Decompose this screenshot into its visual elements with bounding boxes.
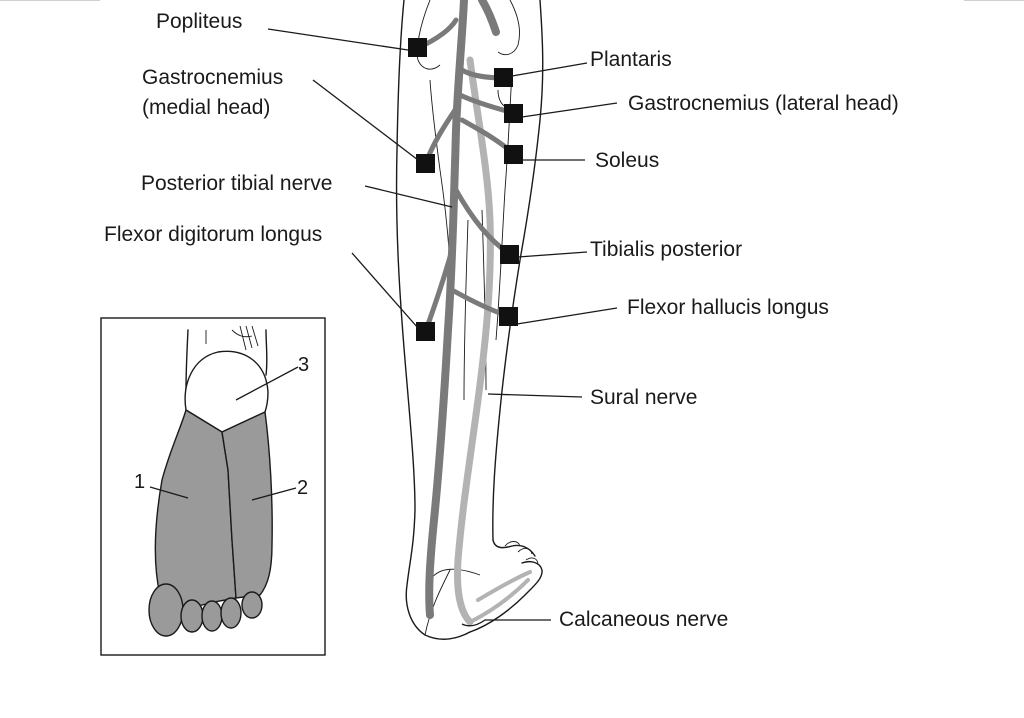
label-gastrocnemius-medial-line1: Gastrocnemius xyxy=(142,66,283,89)
electrodes xyxy=(408,38,523,341)
leader-lines xyxy=(267,28,618,627)
electrode-tibialis-posterior xyxy=(500,245,519,264)
toe-3 xyxy=(201,600,223,632)
label-plantaris: Plantaris xyxy=(590,48,672,71)
label-gastrocnemius-lateral: Gastrocnemius (lateral head) xyxy=(628,92,899,115)
toe-2 xyxy=(180,599,204,633)
inset-label-3: 3 xyxy=(298,354,309,376)
label-popliteus: Popliteus xyxy=(156,10,242,33)
label-sural-nerve: Sural nerve xyxy=(590,386,697,409)
labels: Popliteus Gastrocnemius (medial head) Pl… xyxy=(104,10,899,631)
toe-4 xyxy=(220,597,242,629)
electrode-gastrocnemius-medial xyxy=(416,154,435,173)
leg-outline xyxy=(395,0,544,640)
electrode-popliteus xyxy=(408,38,427,57)
toe-big xyxy=(148,583,184,637)
electrode-gastrocnemius-lateral xyxy=(504,104,523,123)
label-soleus: Soleus xyxy=(595,149,659,172)
label-flexor-digitorum-longus: Flexor digitorum longus xyxy=(104,223,322,246)
label-tibialis-posterior: Tibialis posterior xyxy=(590,238,742,261)
label-posterior-tibial-nerve: Posterior tibial nerve xyxy=(141,172,332,195)
electrode-plantaris xyxy=(494,68,513,87)
sural-nerve-path xyxy=(454,56,532,626)
inset-foot-sole: 1 2 3 xyxy=(100,317,326,656)
electrode-soleus xyxy=(504,145,523,164)
electrode-flexor-hallucis-longus xyxy=(499,307,518,326)
label-flexor-hallucis-longus: Flexor hallucis longus xyxy=(627,296,829,319)
heel-region-3 xyxy=(184,350,269,433)
inset-label-2: 2 xyxy=(297,477,308,499)
electrode-flexor-digitorum-longus xyxy=(416,322,435,341)
inset-label-1: 1 xyxy=(134,471,145,493)
label-gastrocnemius-medial-line2: (medial head) xyxy=(142,96,270,119)
sole-region-2 xyxy=(221,410,273,599)
toe-5 xyxy=(241,591,263,619)
label-calcaneous-nerve: Calcaneous nerve xyxy=(559,608,728,631)
